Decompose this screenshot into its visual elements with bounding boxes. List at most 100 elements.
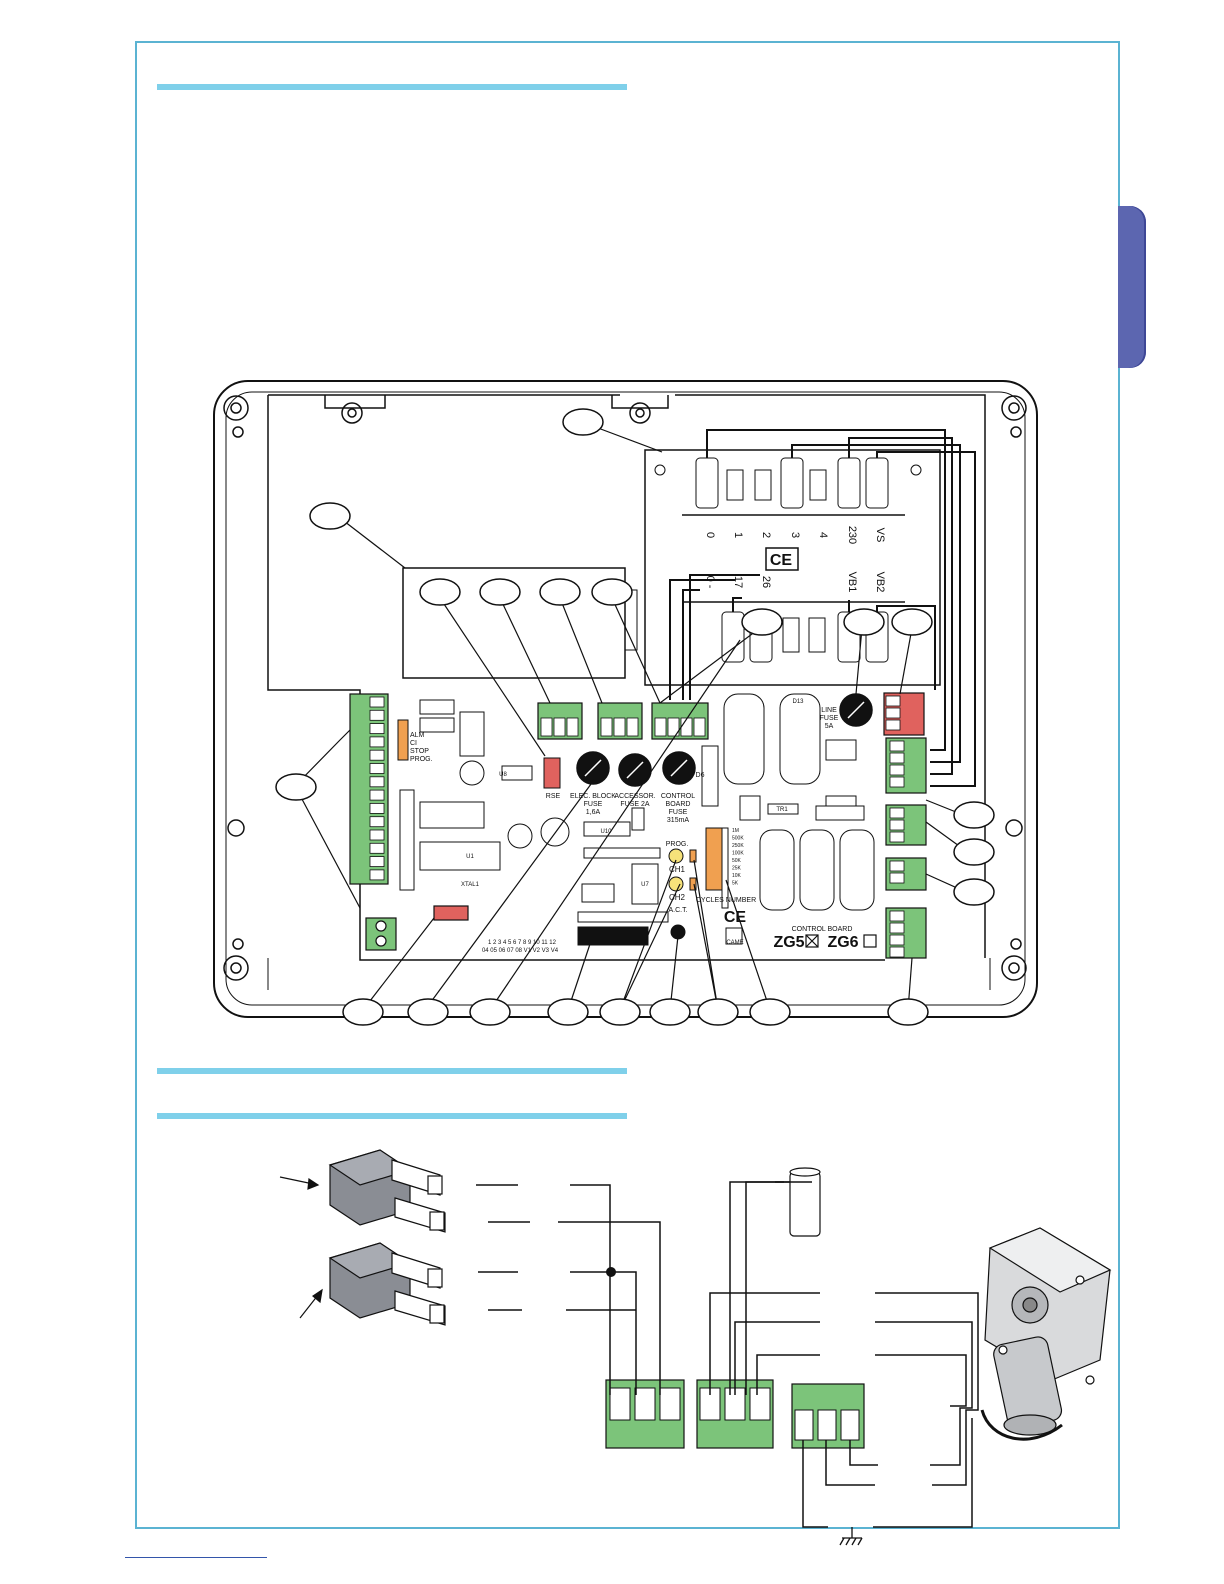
model-zg6: ZG6 bbox=[827, 934, 858, 951]
page-frame bbox=[135, 41, 1120, 1529]
left-terminal-strip bbox=[349, 693, 469, 951]
cycles-number-label: CYCLES NUMBER bbox=[696, 897, 756, 904]
terminal-screw bbox=[889, 831, 905, 843]
ce-mark-board: CE bbox=[724, 909, 747, 926]
terminal-screw bbox=[817, 1409, 837, 1441]
terminal-screw bbox=[634, 1387, 656, 1421]
callout-bubble bbox=[591, 578, 633, 606]
cycles-scale-value: 1M bbox=[732, 828, 739, 834]
terminal-screw bbox=[369, 763, 385, 774]
terminal-screw bbox=[889, 776, 905, 788]
section-rule-middle bbox=[157, 1068, 627, 1074]
cycles-scale-value: 500K bbox=[732, 836, 744, 842]
callout-bubble bbox=[741, 608, 783, 636]
callout-bubbles bbox=[275, 408, 995, 1026]
callout-bubble bbox=[342, 998, 384, 1026]
terminal-screw bbox=[889, 934, 905, 946]
terminal-screw bbox=[369, 816, 385, 828]
callout-bubble bbox=[275, 773, 317, 801]
enclosure bbox=[213, 380, 1038, 1018]
terminal-screw bbox=[369, 709, 385, 721]
chip-u1: U1 bbox=[466, 854, 474, 860]
prog-label-small: PROG. bbox=[410, 756, 433, 763]
terminal-screw bbox=[889, 872, 905, 884]
callout-bubble bbox=[749, 998, 791, 1026]
terminal-screw bbox=[369, 829, 385, 841]
cycles-scale-value: 50K bbox=[732, 858, 742, 864]
callout-bubble bbox=[309, 502, 351, 530]
transformer-terminal-label: 0 bbox=[704, 532, 716, 538]
callout-bubble bbox=[547, 998, 589, 1026]
terminal-screw bbox=[369, 803, 385, 814]
transformer-terminal-label: 17 bbox=[732, 576, 744, 588]
transformer-terminal-label: VS bbox=[874, 528, 886, 543]
terminal-screw bbox=[667, 717, 680, 737]
callout-bubble bbox=[887, 998, 929, 1026]
transformer-wiring bbox=[669, 429, 976, 787]
terminal-screw bbox=[600, 717, 613, 737]
terminal-screw bbox=[369, 749, 385, 761]
transformer-terminal-label: 1 bbox=[732, 532, 744, 538]
terminal-screw bbox=[680, 717, 693, 737]
chip-d13: D13 bbox=[792, 699, 804, 705]
callout-leaders bbox=[294, 427, 967, 1011]
language-side-tab[interactable] bbox=[1118, 206, 1146, 368]
transformer-terminal-label: 0 - bbox=[704, 576, 716, 589]
dip-numbers-bottom: 04 05 06 07 08 V1 V2 V3 V4 bbox=[482, 948, 559, 954]
corner-screws bbox=[223, 395, 1027, 981]
d6-label: D6 bbox=[696, 772, 705, 779]
callout-bubble bbox=[697, 998, 739, 1026]
terminal-screw bbox=[889, 819, 905, 831]
prog-label: PROG. bbox=[666, 841, 689, 848]
section-rule-lower bbox=[157, 1113, 627, 1119]
junction-dot bbox=[606, 1267, 616, 1277]
callout-bubble bbox=[599, 998, 641, 1026]
chip-u8: U8 bbox=[499, 772, 507, 778]
terminal-screw bbox=[369, 856, 385, 867]
limit-switch-lower bbox=[328, 1242, 446, 1326]
chip-tr1: TR1 bbox=[776, 807, 788, 813]
terminal-screw bbox=[369, 723, 385, 734]
gearmotor bbox=[980, 1227, 1112, 1441]
terminal-screw bbox=[889, 740, 905, 752]
terminal-screw bbox=[885, 707, 901, 719]
ch1-label: CH1 bbox=[669, 865, 686, 874]
board-components bbox=[397, 693, 875, 946]
callout-bubble bbox=[469, 998, 511, 1026]
transformer-terminal-label: 230 bbox=[846, 526, 858, 544]
terminal-screw bbox=[794, 1409, 814, 1441]
cycles-scale-value: 25K bbox=[732, 866, 742, 872]
ce-mark-icon: CE bbox=[770, 552, 793, 569]
board-terminals-top bbox=[537, 702, 709, 740]
terminal-screw bbox=[889, 764, 905, 776]
callout-bubble bbox=[891, 608, 933, 636]
callout-bubble bbox=[953, 801, 995, 829]
terminal-screw bbox=[369, 776, 385, 788]
terminal-screw bbox=[889, 910, 905, 922]
ci-label: CI bbox=[410, 740, 417, 747]
callout-bubble bbox=[479, 578, 521, 606]
terminal-screw bbox=[659, 1387, 681, 1421]
callout-bubble bbox=[953, 878, 995, 906]
wiring bbox=[476, 1181, 979, 1528]
callout-bubble bbox=[843, 608, 885, 636]
chip-u10: U10 bbox=[600, 829, 612, 835]
terminal-screw bbox=[369, 869, 385, 881]
terminal-screw bbox=[889, 807, 905, 819]
terminal-screw bbox=[609, 1387, 631, 1421]
terminal-screw bbox=[654, 717, 667, 737]
terminal-screw bbox=[566, 717, 579, 737]
transformer-terminal-label: 2 bbox=[760, 532, 772, 538]
terminal-screw bbox=[889, 946, 905, 958]
callout-bubble bbox=[649, 998, 691, 1026]
terminal-screw bbox=[693, 717, 706, 737]
callout-bubble bbox=[419, 578, 461, 606]
terminal-screw bbox=[749, 1387, 771, 1421]
model-zg5: ZG5 bbox=[773, 934, 804, 951]
